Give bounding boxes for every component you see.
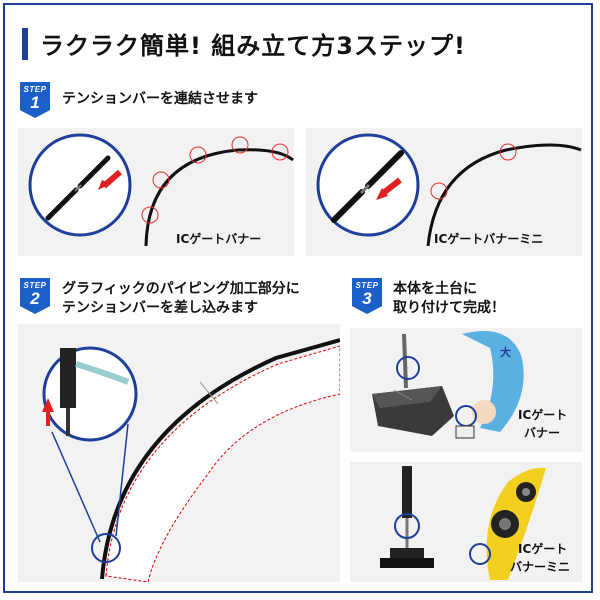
step-2-heading-line1: グラフィックのパイピング加工部分に [62, 281, 300, 297]
step-1-caption-banner: ICゲートバナー [176, 232, 262, 246]
step-3-caption-banner-mini-line2: バナーミニ [510, 560, 571, 574]
page-title: ラクラク簡単! 組み立て方3ステップ! [40, 32, 466, 60]
step-3-heading-line1: 本体を土台に [393, 281, 477, 297]
step-2-badge: STEP 2 [20, 278, 50, 314]
step-1-banner-illustration [28, 133, 294, 247]
step-3-heading-line2: 取り付けて完成！ [393, 300, 505, 316]
step-3-banner-illustration: 大 [372, 331, 524, 439]
step-2-panel [18, 324, 340, 582]
step-3-badge-word: STEP [355, 281, 379, 290]
step-3-badge: STEP 3 [352, 278, 382, 314]
step-3-panel-banner: 大 ICゲート バナー [350, 328, 582, 452]
step-3-badge-number: 3 [362, 289, 372, 308]
step-1-panel-banner-mini: ICゲートバナーミニ [306, 128, 582, 256]
svg-text:大: 大 [500, 345, 511, 359]
page-frame [3, 3, 593, 593]
step-2-illustration [42, 338, 340, 582]
step-3-caption-banner-mini-line1: ICゲート [518, 542, 568, 556]
step-1-banner-mini-illustration [316, 133, 582, 247]
step-2-badge-number: 2 [30, 289, 40, 308]
step-1-badge: STEP 1 [20, 82, 50, 118]
step-3-caption-banner-line1: ICゲート [518, 408, 568, 422]
step-3-panel-banner-mini: ICゲート バナーミニ [350, 462, 582, 582]
step-3-banner-mini-illustration [380, 466, 546, 580]
step-1-panel-banner: ICゲートバナー [18, 128, 294, 256]
step-1-heading: テンションバーを連結させます [62, 91, 258, 107]
zoom-lens-icon [42, 346, 138, 442]
step-2-badge-word: STEP [23, 281, 47, 290]
step-1-caption-banner-mini: ICゲートバナーミニ [434, 232, 544, 246]
step-1-badge-word: STEP [23, 85, 47, 94]
step-2-heading-line2: テンションバーを差し込みます [62, 300, 258, 316]
title-accent-bar [22, 28, 28, 60]
red-arrow-icon [42, 398, 54, 412]
step-3-caption-banner-line2: バナー [524, 426, 561, 440]
step-1-badge-number: 1 [30, 93, 40, 112]
